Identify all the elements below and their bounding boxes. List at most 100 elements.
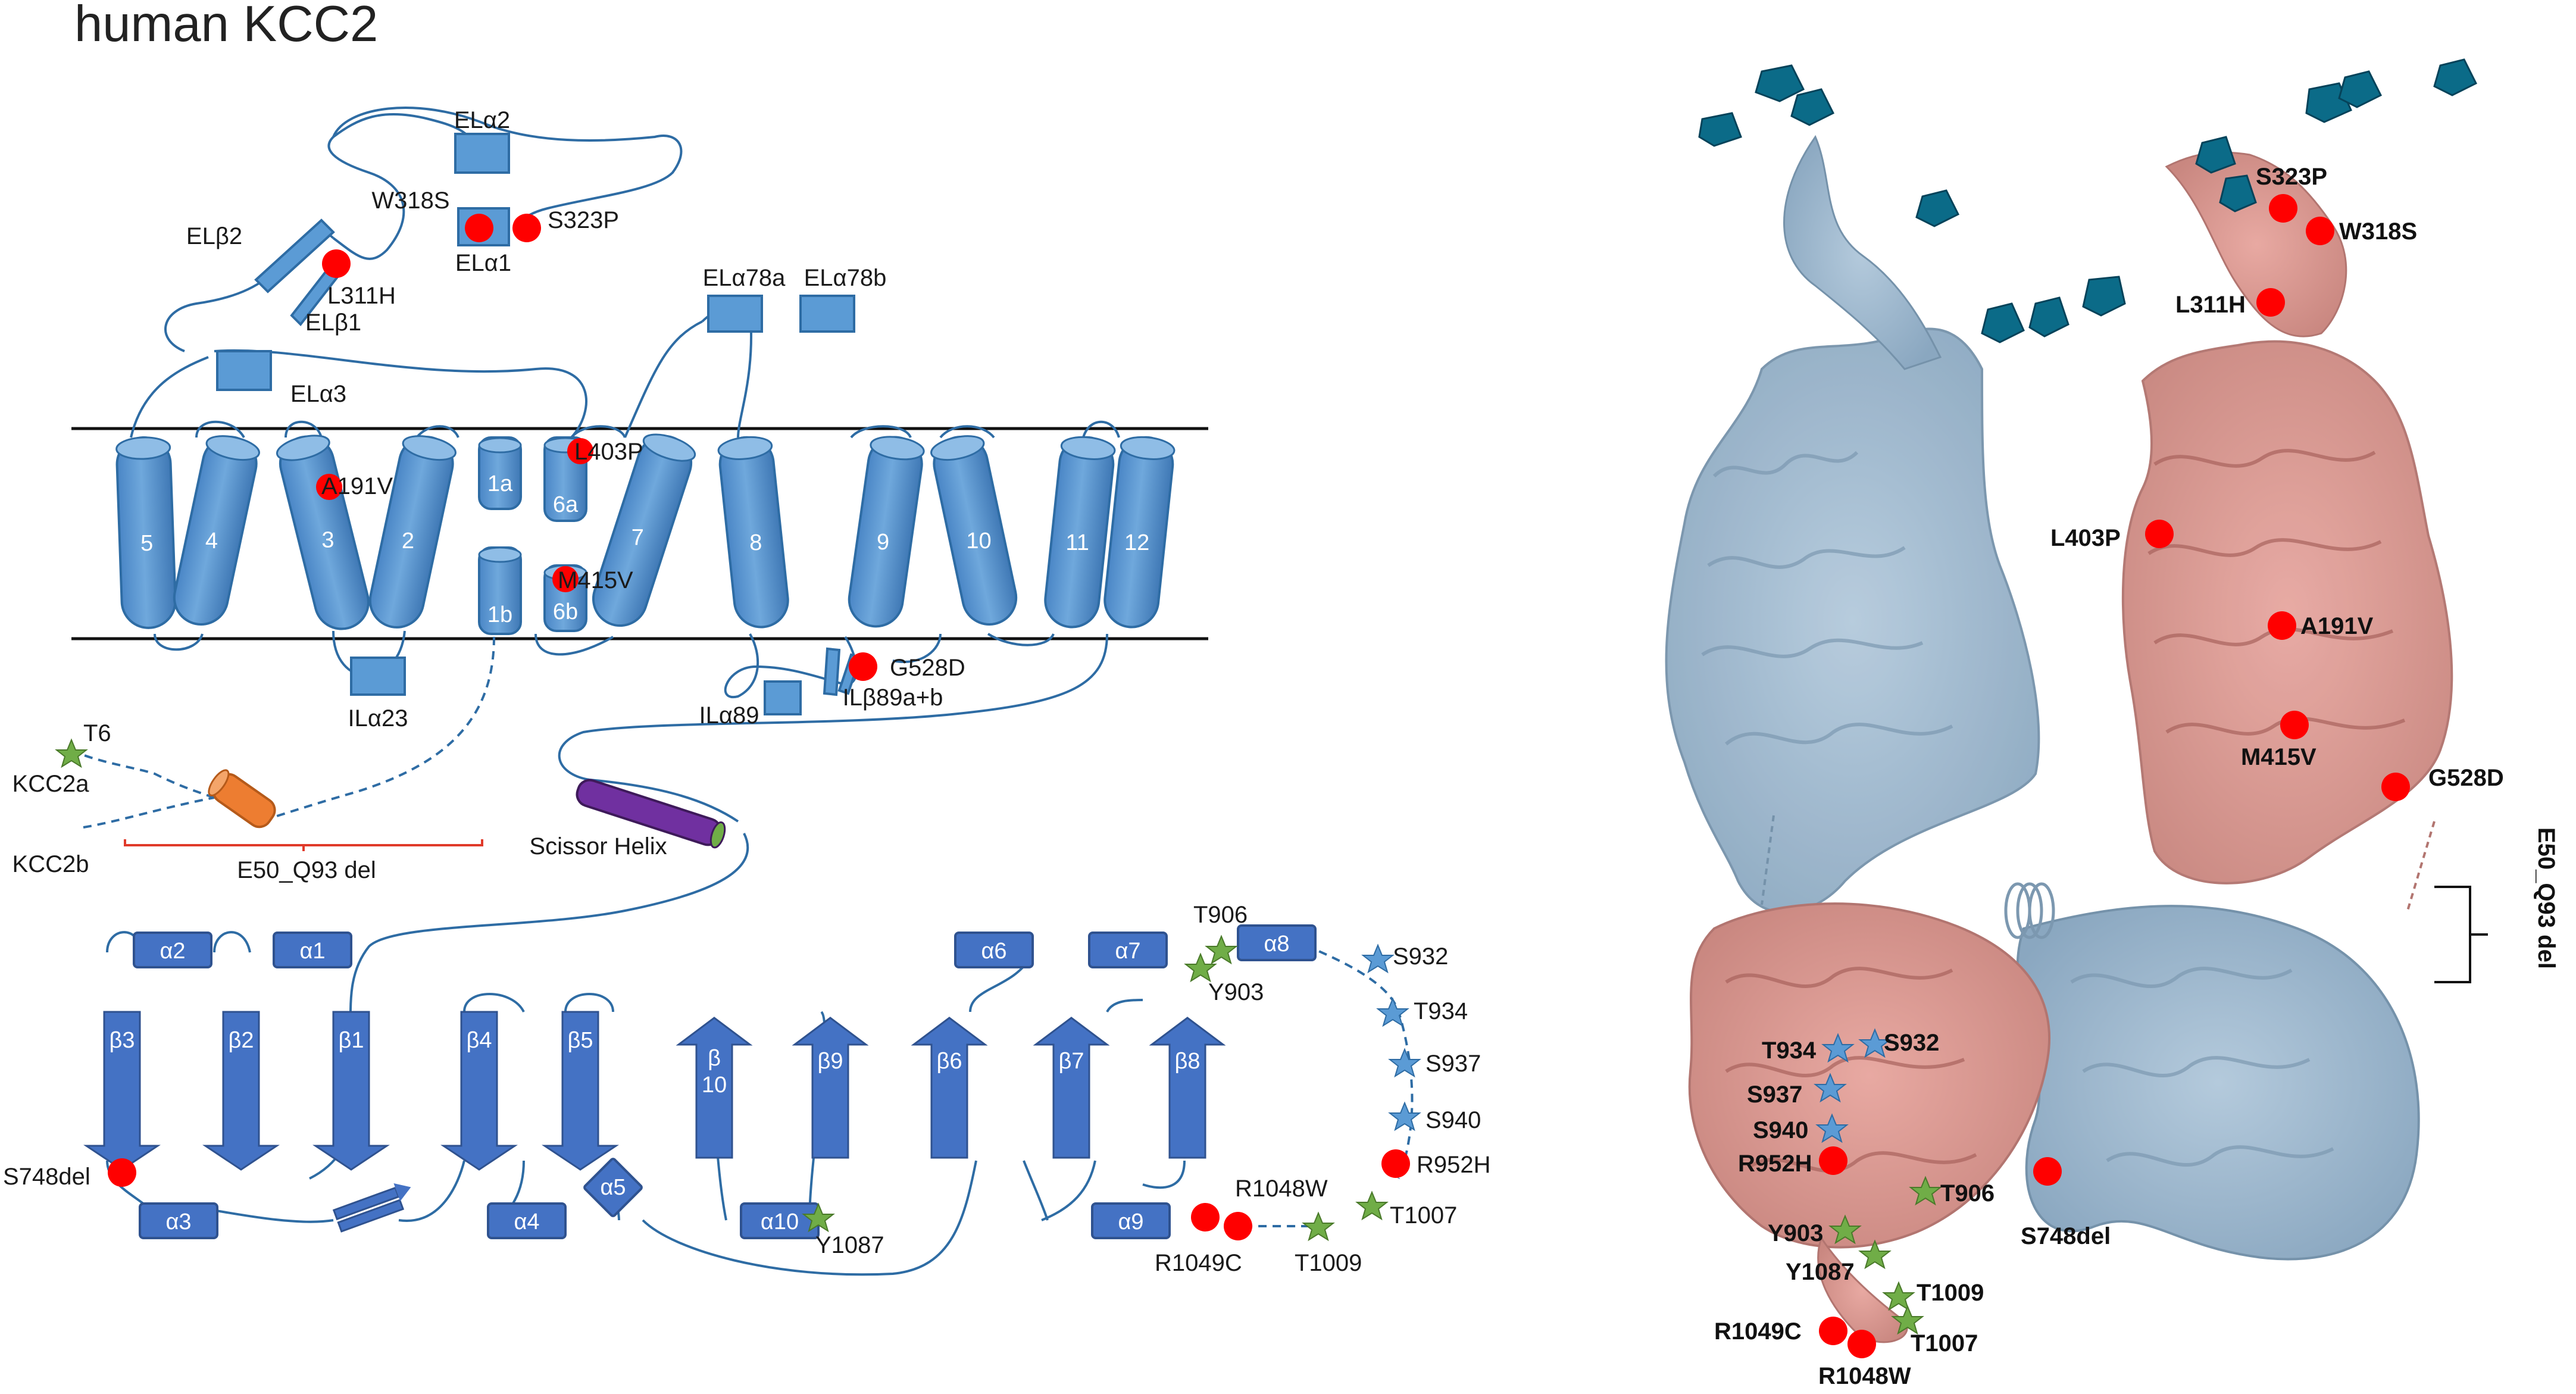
- kcc2a-label: KCC2a: [12, 771, 90, 797]
- intracellular-elements: ILα23 ILα89 ILβ89a+b: [348, 647, 943, 732]
- strand-beta4: β4: [440, 1011, 518, 1171]
- el-alpha78b-label: ELα78b: [804, 265, 887, 291]
- star-s937: [1388, 1048, 1421, 1078]
- struct-label-t934: T934: [1762, 1037, 1817, 1064]
- deletion-brace: [124, 839, 483, 851]
- label-s937: S937: [1425, 1051, 1481, 1077]
- label-r1049c: R1049C: [1155, 1250, 1242, 1276]
- strand-beta9: β9: [792, 1017, 869, 1159]
- el-alpha1-label: ELα1: [455, 250, 511, 276]
- il-alpha23-label: ILα23: [348, 705, 408, 732]
- el-alpha3-label: ELα3: [290, 381, 346, 407]
- svg-text:β3: β3: [110, 1028, 135, 1053]
- label-r1048w: R1048W: [1235, 1176, 1328, 1202]
- scissor-helix-label: Scissor Helix: [529, 833, 667, 859]
- cyto-alpha3: α3: [139, 1202, 218, 1239]
- svg-text:β2: β2: [229, 1028, 254, 1053]
- svg-text:β8: β8: [1175, 1049, 1201, 1074]
- mutation-dot-g528d: [849, 652, 877, 681]
- struct-label-m415v: M415V: [2241, 744, 2316, 770]
- tm-label-8: 8: [749, 530, 762, 555]
- structure-mutation-dots: [1819, 194, 2410, 1358]
- tm-label-12: 12: [1124, 530, 1149, 555]
- strand-beta2: β2: [202, 1011, 280, 1171]
- el-alpha78a-label: ELα78a: [703, 265, 786, 291]
- tm-helix-4: 4: [173, 435, 260, 626]
- svg-text:α3: α3: [165, 1209, 191, 1234]
- svg-text:α9: α9: [1118, 1209, 1143, 1234]
- mutation-dot-l311h: [322, 249, 351, 278]
- struct-label-r1049c: R1049C: [1714, 1318, 1802, 1345]
- dash-link-1: [1761, 815, 1775, 905]
- label-t1007: T1007: [1390, 1202, 1457, 1229]
- mutation-dot-r1049c: [1191, 1203, 1220, 1232]
- struct-label-w318s: W318S: [2339, 218, 2417, 245]
- cyto-alpha2: α2: [133, 932, 212, 968]
- strand-beta8: β8: [1149, 1017, 1226, 1159]
- label-g528d: G528D: [890, 655, 965, 681]
- struct-label-l403p: L403P: [2050, 525, 2121, 551]
- label-r952h: R952H: [1417, 1152, 1491, 1178]
- phospho-markers: [55, 738, 1421, 1242]
- el-alpha3-box: [216, 350, 272, 391]
- star-y903: [1184, 952, 1217, 983]
- il-alpha89-box: [764, 680, 802, 715]
- beta-hairpin: [332, 1183, 411, 1233]
- label-t1009: T1009: [1295, 1250, 1362, 1276]
- tm-label-4: 4: [205, 529, 218, 554]
- mutation-dot-s748del: [108, 1158, 136, 1187]
- il-alpha23-box: [350, 657, 406, 696]
- mutation-labels: W318S S323P L311H A191V L403P M415V G528…: [3, 187, 1491, 1276]
- mutation-dot-w318s: [465, 214, 493, 242]
- svg-text:10: 10: [702, 1073, 727, 1098]
- struct-label-e50-q93: E50_Q93 del: [2533, 827, 2559, 969]
- svg-text:β6: β6: [937, 1049, 962, 1074]
- strand-beta10: β10: [676, 1017, 753, 1159]
- strand-beta6: β6: [911, 1017, 988, 1159]
- tm-helix-8: 8: [717, 436, 789, 629]
- tm-helix-1b: 1b: [478, 546, 522, 635]
- tm-label-10: 10: [966, 529, 991, 554]
- tm-label-7: 7: [632, 526, 644, 551]
- star-s932: [1361, 943, 1395, 974]
- label-s940: S940: [1425, 1107, 1481, 1133]
- cyto-alpha9: α9: [1091, 1202, 1171, 1239]
- tm-helices: 5 4 3 2 1a 1b 6a: [115, 433, 1176, 635]
- struct-label-y903: Y903: [1768, 1220, 1823, 1246]
- el-alpha78a-box: [707, 295, 763, 333]
- struct-label-r1048w: R1048W: [1818, 1363, 1911, 1389]
- chain-a-pink: [1688, 151, 2453, 1343]
- tm-helix-11: 11: [1044, 436, 1116, 629]
- cyto-strands: β3 β2 β1 β4 β5 β10 β9 β6 β7 β8: [83, 1011, 1226, 1233]
- middle-helix: [2004, 882, 2055, 939]
- el-alpha2-label: ELα2: [454, 107, 510, 133]
- strand-beta3: β3: [83, 1011, 161, 1171]
- il-alpha89-label: ILα89: [699, 702, 759, 729]
- struct-label-s748del: S748del: [2021, 1223, 2111, 1249]
- tm-helix-5: 5: [115, 436, 177, 629]
- structure-stars: [1814, 1028, 1942, 1335]
- star-t6: [55, 738, 88, 768]
- topology-loops: [106, 107, 1186, 1276]
- mutation-dot-s323p: [512, 214, 541, 242]
- star-t906: [1205, 934, 1238, 965]
- svg-text:α1: α1: [299, 939, 325, 964]
- mutation-dot-a191v: [316, 474, 342, 500]
- tm-label-2: 2: [402, 529, 414, 554]
- struct-label-s937: S937: [1747, 1082, 1802, 1108]
- il-beta89a-arrow: [823, 647, 841, 696]
- tm-label-1b: 1b: [487, 602, 512, 627]
- label-s323p: S323P: [548, 207, 619, 233]
- tm-helix-12: 12: [1103, 436, 1176, 629]
- cyto-alpha4: α4: [487, 1202, 567, 1239]
- cyto-alpha8: α8: [1237, 924, 1317, 961]
- cyto-alpha7: α7: [1088, 932, 1168, 968]
- cyto-alpha10: α10: [740, 1202, 820, 1239]
- n-terminus: KCC2a KCC2b E50_Q93 del: [12, 769, 376, 883]
- mutation-dot-l403p: [567, 438, 593, 464]
- svg-text:β7: β7: [1059, 1049, 1084, 1074]
- tm-label-5: 5: [140, 531, 153, 556]
- star-t934: [1376, 997, 1409, 1027]
- struct-label-s323p: S323P: [2256, 164, 2327, 190]
- svg-text:β9: β9: [818, 1049, 843, 1074]
